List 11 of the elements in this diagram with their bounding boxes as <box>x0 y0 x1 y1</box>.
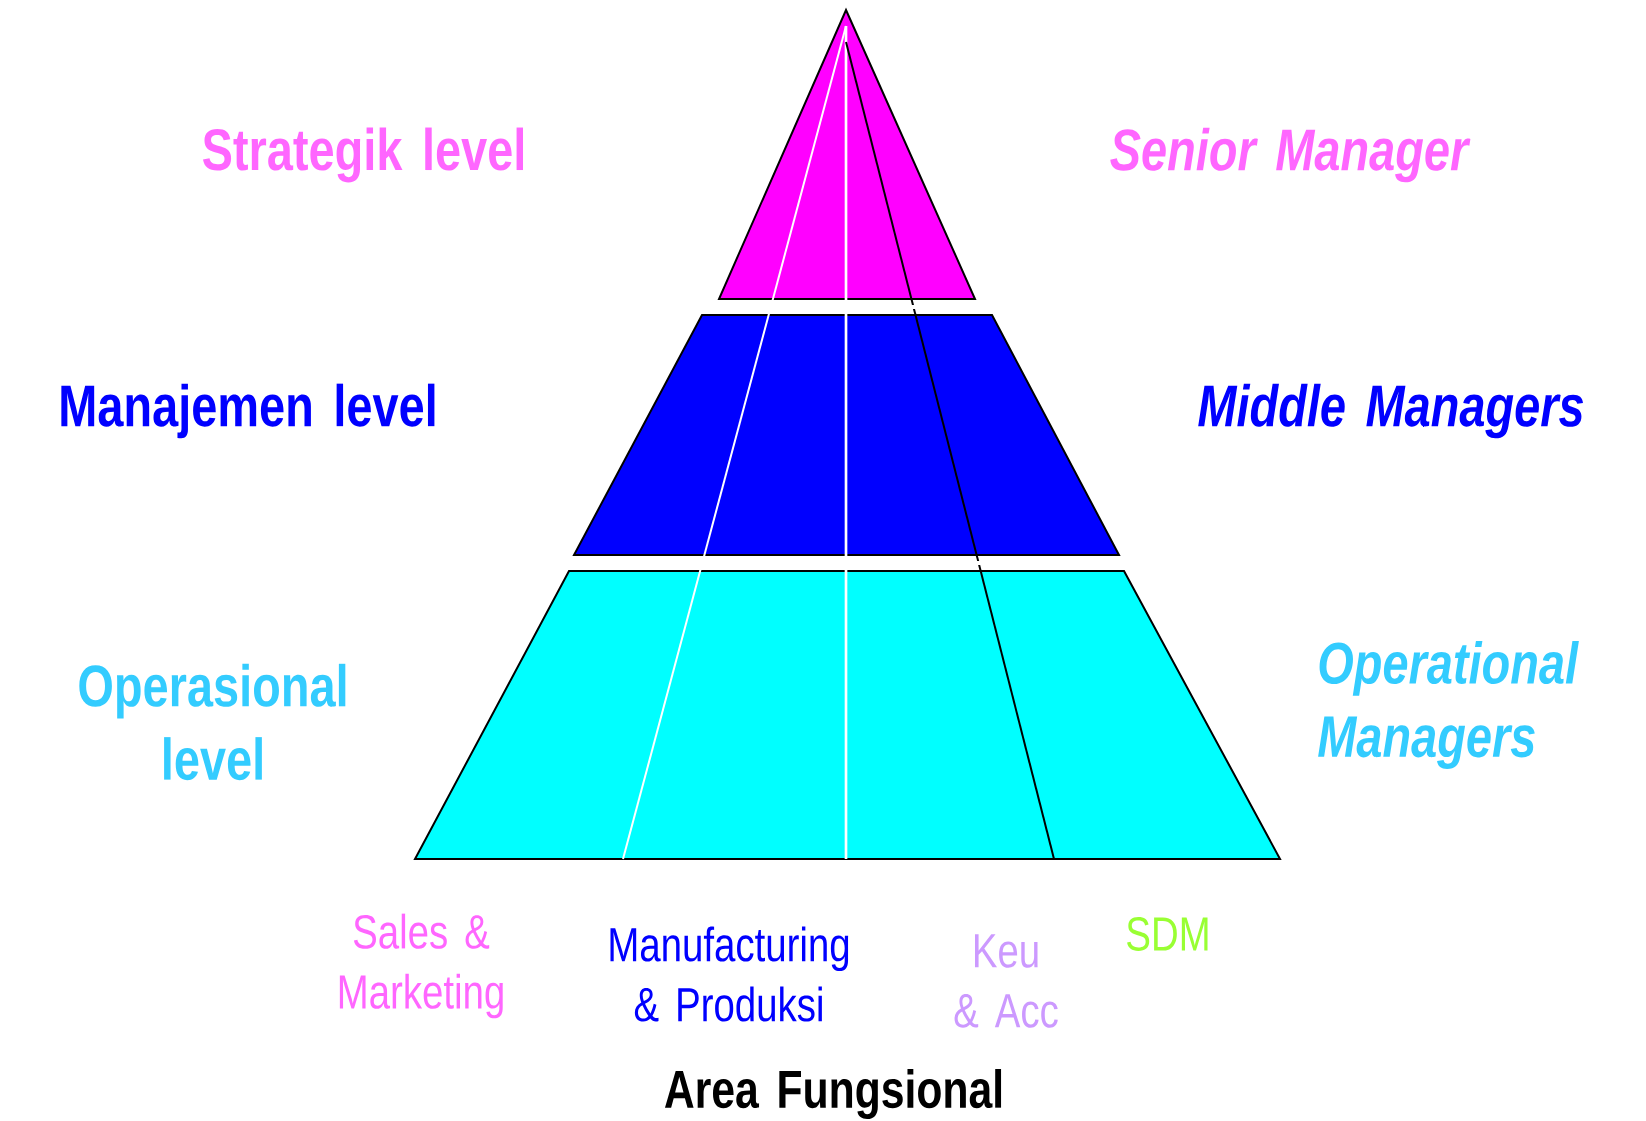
role-label: Middle Managers <box>1198 383 1583 439</box>
area-label: Keu & Acc <box>954 934 1058 1028</box>
role-label: Senior Manager <box>1110 127 1471 183</box>
level-label: Operasional level <box>79 663 346 781</box>
axis-title: Area Fungsional <box>665 1069 1002 1119</box>
area-label: Sales & Marketing <box>339 913 503 1019</box>
level-label: Manajemen level <box>61 383 435 439</box>
area-label: SDM <box>1127 917 1208 951</box>
area-label: Manufacturing & Produksi <box>610 926 849 1022</box>
role-label: Operational Managers <box>1318 641 1579 769</box>
level-label: Strategik level <box>203 127 523 183</box>
